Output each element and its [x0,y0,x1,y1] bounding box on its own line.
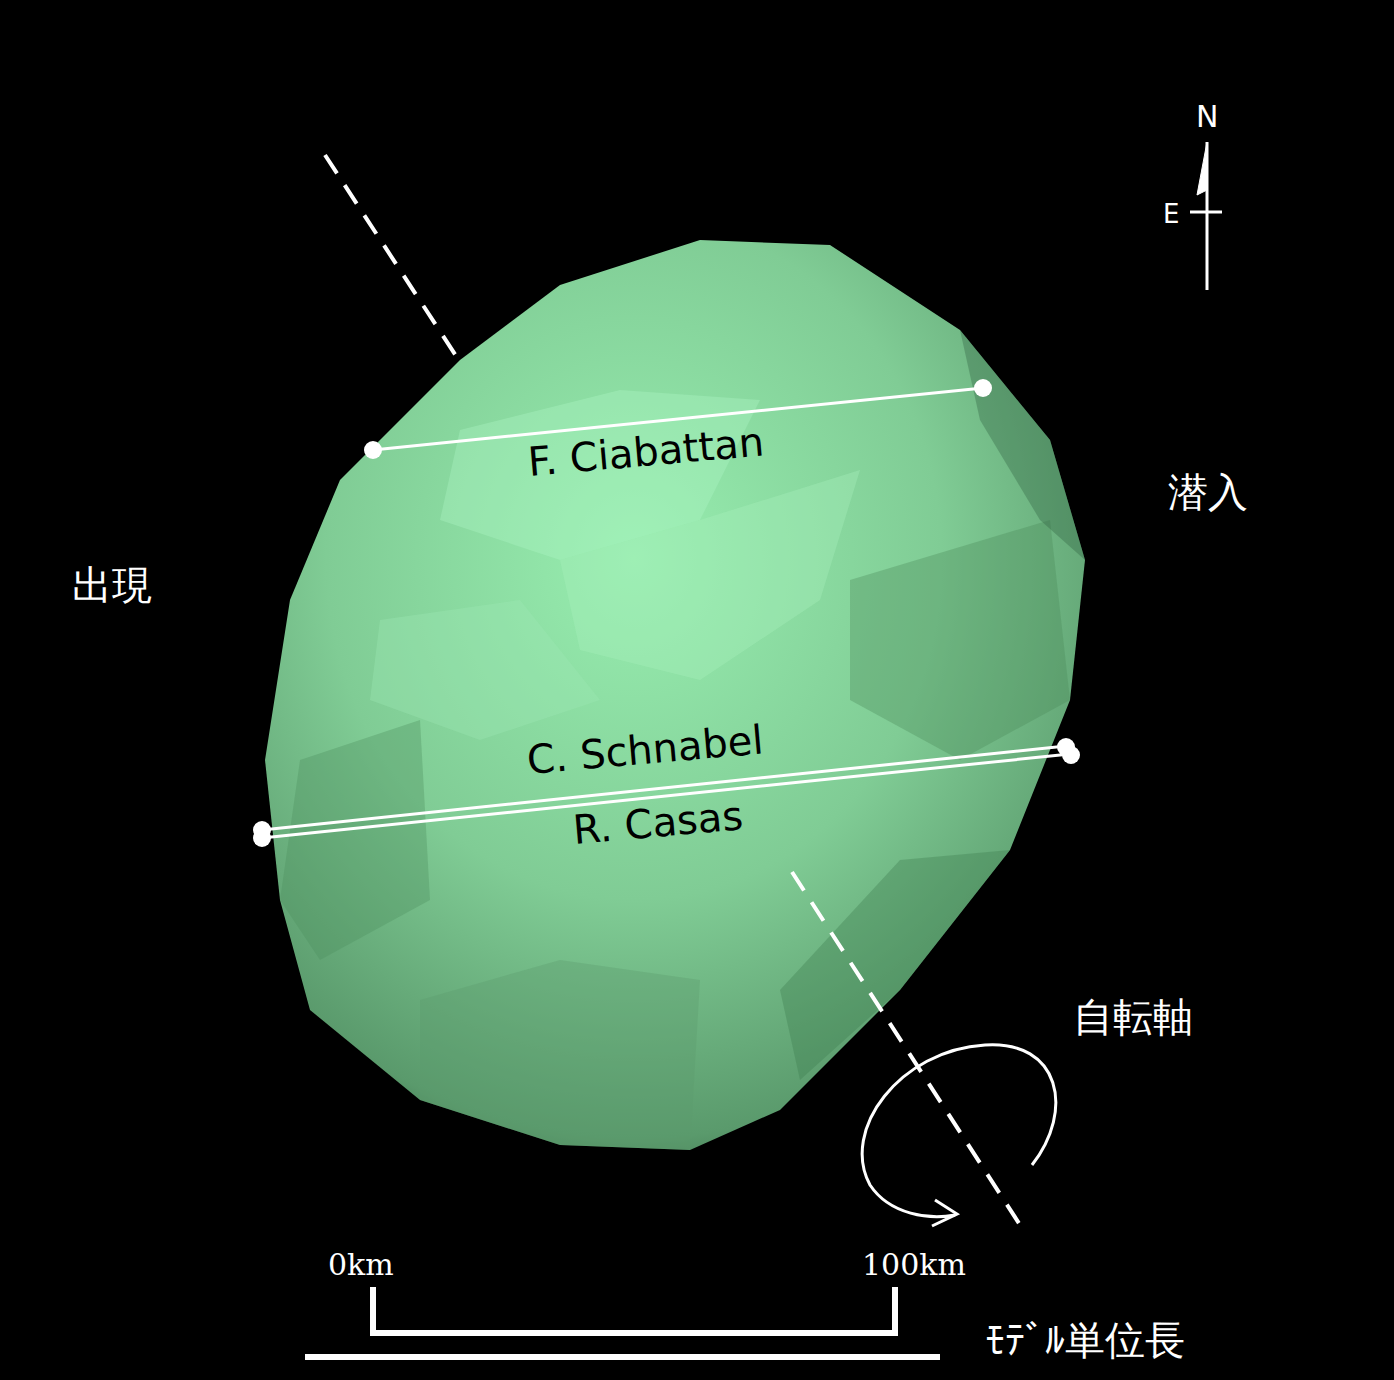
chord-endpoints [253,379,1080,847]
rotation-arrow [862,1045,1056,1226]
scale-tick: 100km [862,1248,966,1281]
compass-east: E [1163,200,1179,229]
scale-tick: 0km [328,1248,394,1281]
rotation-axis-label: 自転軸 [1073,995,1193,1039]
scale-bar [305,1287,940,1357]
scale-caption: ﾓﾃﾞﾙ単位長 [985,1318,1185,1362]
disappearance-label: 潜入 [1168,470,1248,514]
compass-north: N [1196,100,1218,133]
facets [280,330,1085,1150]
compass [1190,142,1222,290]
occultation-chords [262,388,1070,838]
asteroid-shape [265,240,1085,1150]
reappearance-label: 出現 [72,563,152,607]
